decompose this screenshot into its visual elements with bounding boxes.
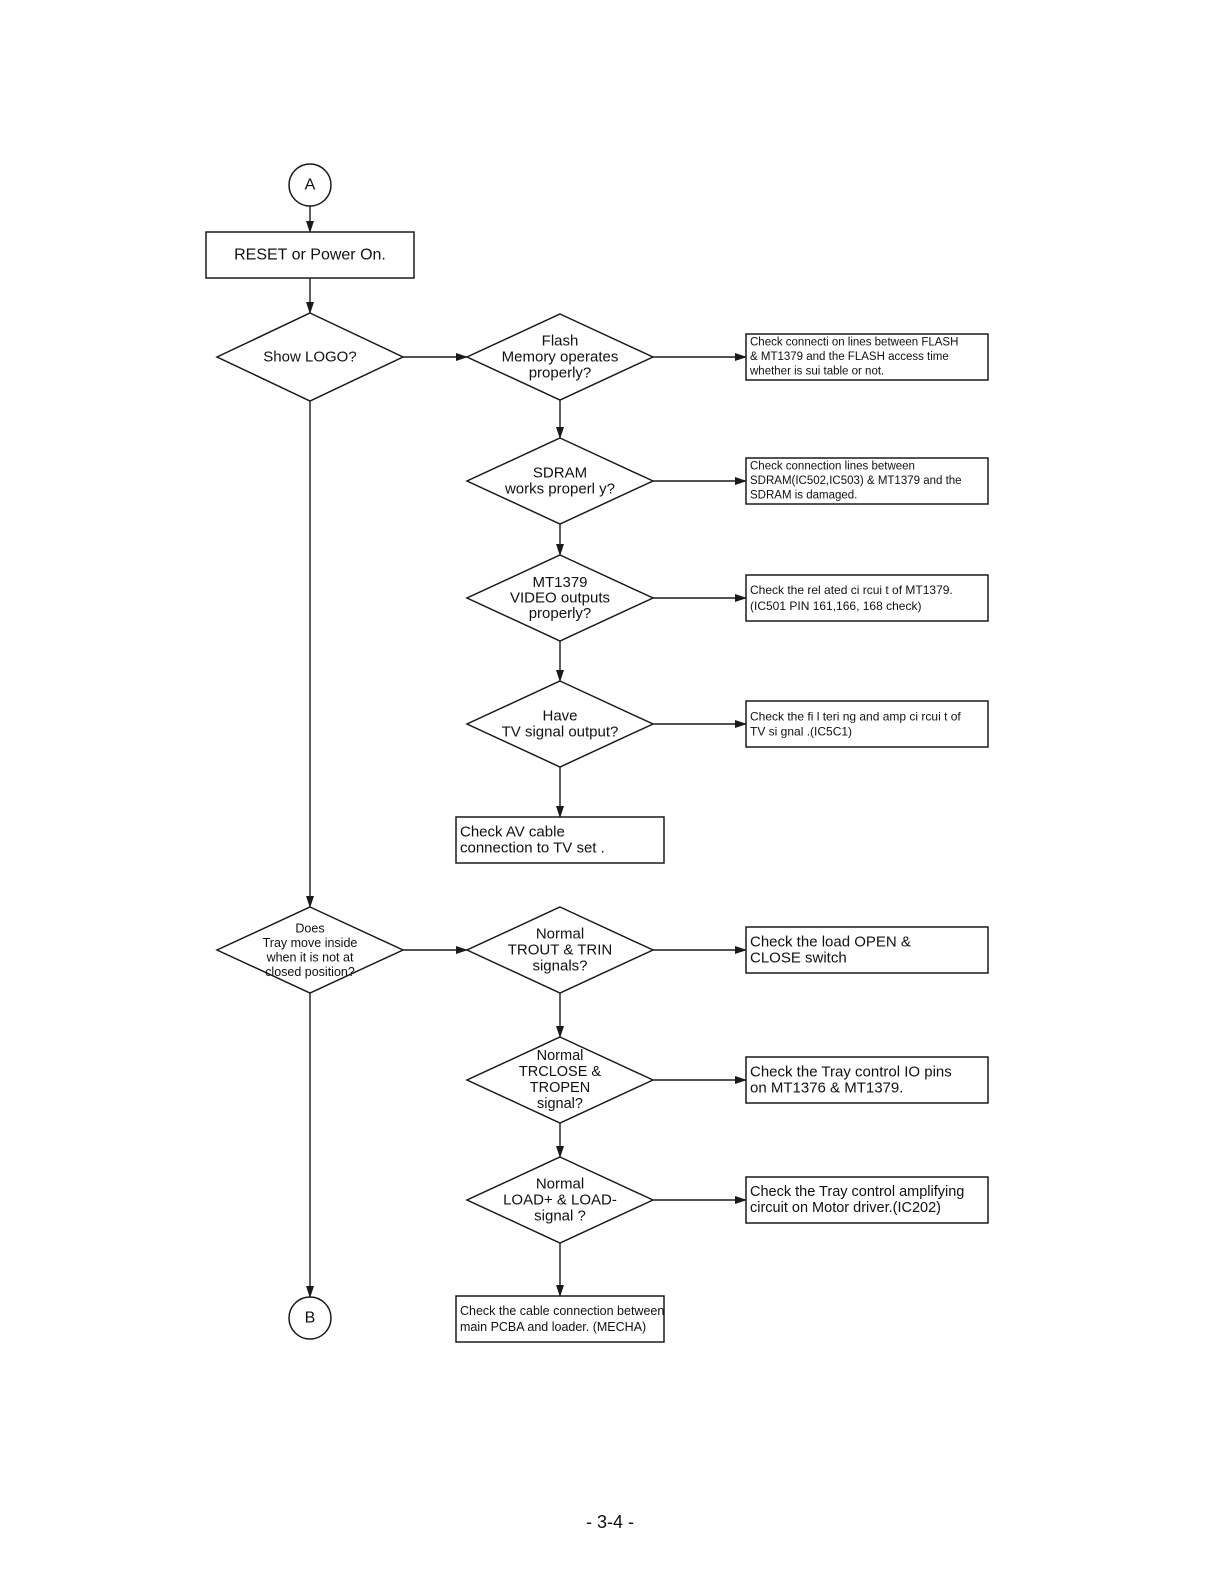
node-cable: Check the cable connection between main P… [455, 1295, 665, 1343]
node-label-line: Check the Tray control IO pins [750, 1064, 952, 1081]
process-box [455, 1295, 665, 1343]
node-label-line: Memory operates [502, 349, 619, 366]
node-label-line: signals? [532, 958, 587, 975]
node-label-line: MT1379 [532, 574, 587, 591]
node-label-line: TV signal output? [502, 724, 619, 741]
decision-diamond [465, 906, 655, 994]
node-A: A [288, 163, 332, 207]
decision-diamond [465, 1156, 655, 1244]
node-label-line: TROPEN [530, 1080, 590, 1096]
node-label-line: VIDEO outputs [510, 590, 610, 607]
node-flash-fix: Check connecti on lines between FLASH & M… [745, 333, 989, 381]
node-video-fix: Check the rel ated ci rcui t of MT1379. (… [745, 574, 989, 622]
node-label-line: Check the fi l teri ng and amp ci rcui t… [750, 710, 961, 724]
node-label-line: Check the rel ated ci rcui t of MT1379. [750, 583, 953, 597]
node-label-line: LOAD+ & LOAD- [503, 1192, 617, 1209]
node-label-line: TRCLOSE & [519, 1064, 602, 1080]
node-trout-fix: Check the load OPEN &CLOSE switch [745, 926, 989, 974]
node-label-line: on MT1376 & MT1379. [750, 1080, 903, 1097]
decision-diamond [215, 906, 405, 994]
node-label-line: signal ? [534, 1208, 586, 1225]
page-number: - 3-4 - [585, 1512, 634, 1532]
node-B: B [288, 1296, 332, 1340]
node-load-fix: Check the Tray control amplifyingcircuit… [745, 1176, 989, 1224]
node-label-line: B [305, 1310, 316, 1327]
connector-circle [288, 163, 332, 207]
process-box [745, 333, 989, 381]
node-tv-fix: Check the fi l teri ng and amp ci rcui t… [745, 700, 989, 748]
decision-diamond [465, 1036, 655, 1124]
process-box [745, 1056, 989, 1104]
node-label-line: connection to TV set . [460, 840, 605, 857]
process-box [745, 574, 989, 622]
node-label-line: when it is not at [266, 950, 354, 964]
node-label-line: properly? [529, 365, 592, 382]
node-label-line: works properl y? [504, 481, 615, 498]
node-label-line: closed position? [265, 965, 355, 979]
node-label-line: Normal [537, 1048, 584, 1064]
node-label-line: Check the Tray control amplifying [750, 1184, 964, 1200]
node-label-line: Check the load OPEN & [750, 934, 911, 951]
process-box [745, 926, 989, 974]
node-logo: Show LOGO? [215, 312, 405, 402]
node-label-line: RESET or Power On. [234, 247, 386, 264]
node-sdram-fix: Check connection lines betweenSDRAM(IC50… [745, 457, 989, 505]
process-box [745, 457, 989, 505]
node-label-line: A [305, 177, 316, 194]
node-label-line: SDRAM is damaged. [750, 490, 857, 502]
process-box [455, 816, 665, 864]
node-label-line: Does [295, 921, 324, 935]
node-label-line: (IC501 PIN 161,166, 168 check) [750, 599, 921, 613]
node-label-line: SDRAM(IC502,IC503) & MT1379 and the [750, 475, 962, 487]
process-box [745, 700, 989, 748]
node-label-line: SDRAM [533, 465, 587, 482]
process-box [205, 231, 415, 279]
node-label-line: TROUT & TRIN [508, 942, 612, 959]
node-label-line: Have [542, 708, 577, 725]
node-label-line: Check the cable connection between [460, 1304, 664, 1318]
node-label-line: properly? [529, 605, 592, 622]
node-label-line: Check connecti on lines between FLASH [750, 337, 958, 349]
node-label-line: circuit on Motor driver.(IC202) [750, 1200, 941, 1216]
node-label-line: & MT1379 and the FLASH access time [750, 351, 949, 363]
node-label-line: Check connection lines between [750, 461, 915, 473]
node-label-line: CLOSE switch [750, 950, 847, 967]
node-label-line: Flash [542, 333, 579, 350]
node-label-line: Tray move inside [263, 936, 358, 950]
connector-circle [288, 1296, 332, 1340]
node-label-line: Normal [536, 926, 584, 943]
decision-diamond [465, 554, 655, 642]
node-label-line: main PCBA and loader. (MECHA) [460, 1320, 646, 1334]
decision-diamond [465, 437, 655, 525]
node-label-line: whether is sui table or not. [749, 366, 884, 378]
decision-diamond [215, 312, 405, 402]
decision-diamond [465, 680, 655, 768]
node-label-line: signal? [537, 1096, 583, 1112]
decision-diamond [465, 313, 655, 401]
process-box [745, 1176, 989, 1224]
node-label-line: Normal [536, 1176, 584, 1193]
node-label-line: Show LOGO? [263, 349, 356, 366]
node-label-line: Check AV cable [460, 824, 565, 841]
node-label-line: TV si gnal .(IC5C1) [750, 725, 852, 739]
node-reset: RESET or Power On. [205, 231, 415, 279]
